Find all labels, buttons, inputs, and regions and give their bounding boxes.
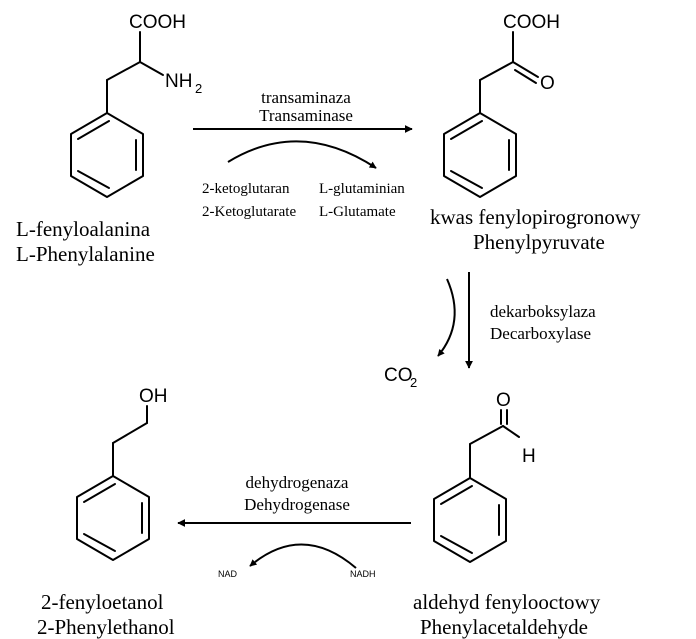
glutamate-label-pl: L-glutaminian bbox=[319, 181, 405, 197]
alpha-carbon-bond bbox=[106, 61, 141, 81]
carbonyl-oxygen-label: O bbox=[496, 390, 511, 411]
phenylethanol-name-en: 2-Phenylethanol bbox=[37, 615, 175, 639]
phenylpyruvate-name-en: Phenylpyruvate bbox=[473, 230, 605, 254]
dehydrogenase-label-en: Dehydrogenase bbox=[244, 495, 350, 514]
benzene-ring bbox=[443, 112, 517, 198]
molecule-phenylethanol: OH bbox=[76, 386, 168, 561]
phenylpyruvate-name-pl: kwas fenylopirogronowy bbox=[430, 205, 641, 229]
amine-subscript: 2 bbox=[195, 81, 202, 96]
phenylalanine-name-en: L-Phenylalanine bbox=[16, 242, 155, 266]
benzene-ring bbox=[76, 475, 150, 561]
benzene-ring bbox=[70, 112, 144, 198]
transaminase-label-pl: transaminaza bbox=[261, 88, 351, 107]
carboxyl-group-label: COOH bbox=[129, 12, 186, 33]
dehydrogenase-label-pl: dehydrogenaza bbox=[246, 473, 349, 492]
co2-release-curved-arrow bbox=[437, 278, 456, 357]
phenylalanine-name-pl: L-fenyloalanina bbox=[16, 217, 151, 241]
transaminase-label-en: Transaminase bbox=[259, 106, 353, 125]
decarboxylase-label-pl: dekarboksylaza bbox=[490, 302, 596, 321]
carboxyl-group-label: COOH bbox=[503, 12, 560, 33]
glutamate-label-en: L-Glutamate bbox=[319, 204, 396, 220]
keto-oxygen-label: O bbox=[540, 73, 555, 94]
co2-label: CO bbox=[384, 365, 413, 386]
aldehyde-hydrogen-label: H bbox=[522, 446, 536, 467]
aldehyde-h-bond bbox=[502, 425, 520, 438]
amine-bond bbox=[139, 61, 164, 76]
nad-label: NAD bbox=[218, 569, 238, 579]
phenylacetaldehyde-name-en: Phenylacetaldehyde bbox=[420, 615, 588, 639]
phenylacetaldehyde-name-pl: aldehyd fenylooctowy bbox=[413, 590, 601, 614]
nadh-curved-arrow bbox=[249, 543, 357, 569]
hydroxyl-group-label: OH bbox=[139, 386, 168, 407]
benzene-ring bbox=[433, 477, 507, 563]
molecule-phenylpyruvate: COOH O bbox=[443, 12, 560, 198]
decarboxylase-label-en: Decarboxylase bbox=[490, 324, 591, 343]
ketoglutarate-label-pl: 2-ketoglutaran bbox=[202, 181, 290, 197]
keto-carbon-bond bbox=[479, 61, 514, 81]
phenylethanol-name-pl: 2-fenyloetanol bbox=[41, 590, 164, 614]
nadh-label: NADH bbox=[350, 569, 376, 579]
ketoglutarate-label-en: 2-Ketoglutarate bbox=[202, 204, 296, 220]
keto-double-bond bbox=[512, 61, 539, 78]
cosubstrate-curved-arrow bbox=[227, 140, 377, 169]
co2-subscript: 2 bbox=[410, 375, 417, 390]
ch2-oh-bond bbox=[112, 422, 148, 444]
aldehyde-carbon-bond bbox=[469, 425, 504, 445]
molecule-phenylalanine: COOH NH 2 bbox=[70, 12, 202, 198]
molecule-phenylacetaldehyde: O H bbox=[433, 390, 536, 563]
amine-group-label: NH bbox=[165, 71, 192, 92]
